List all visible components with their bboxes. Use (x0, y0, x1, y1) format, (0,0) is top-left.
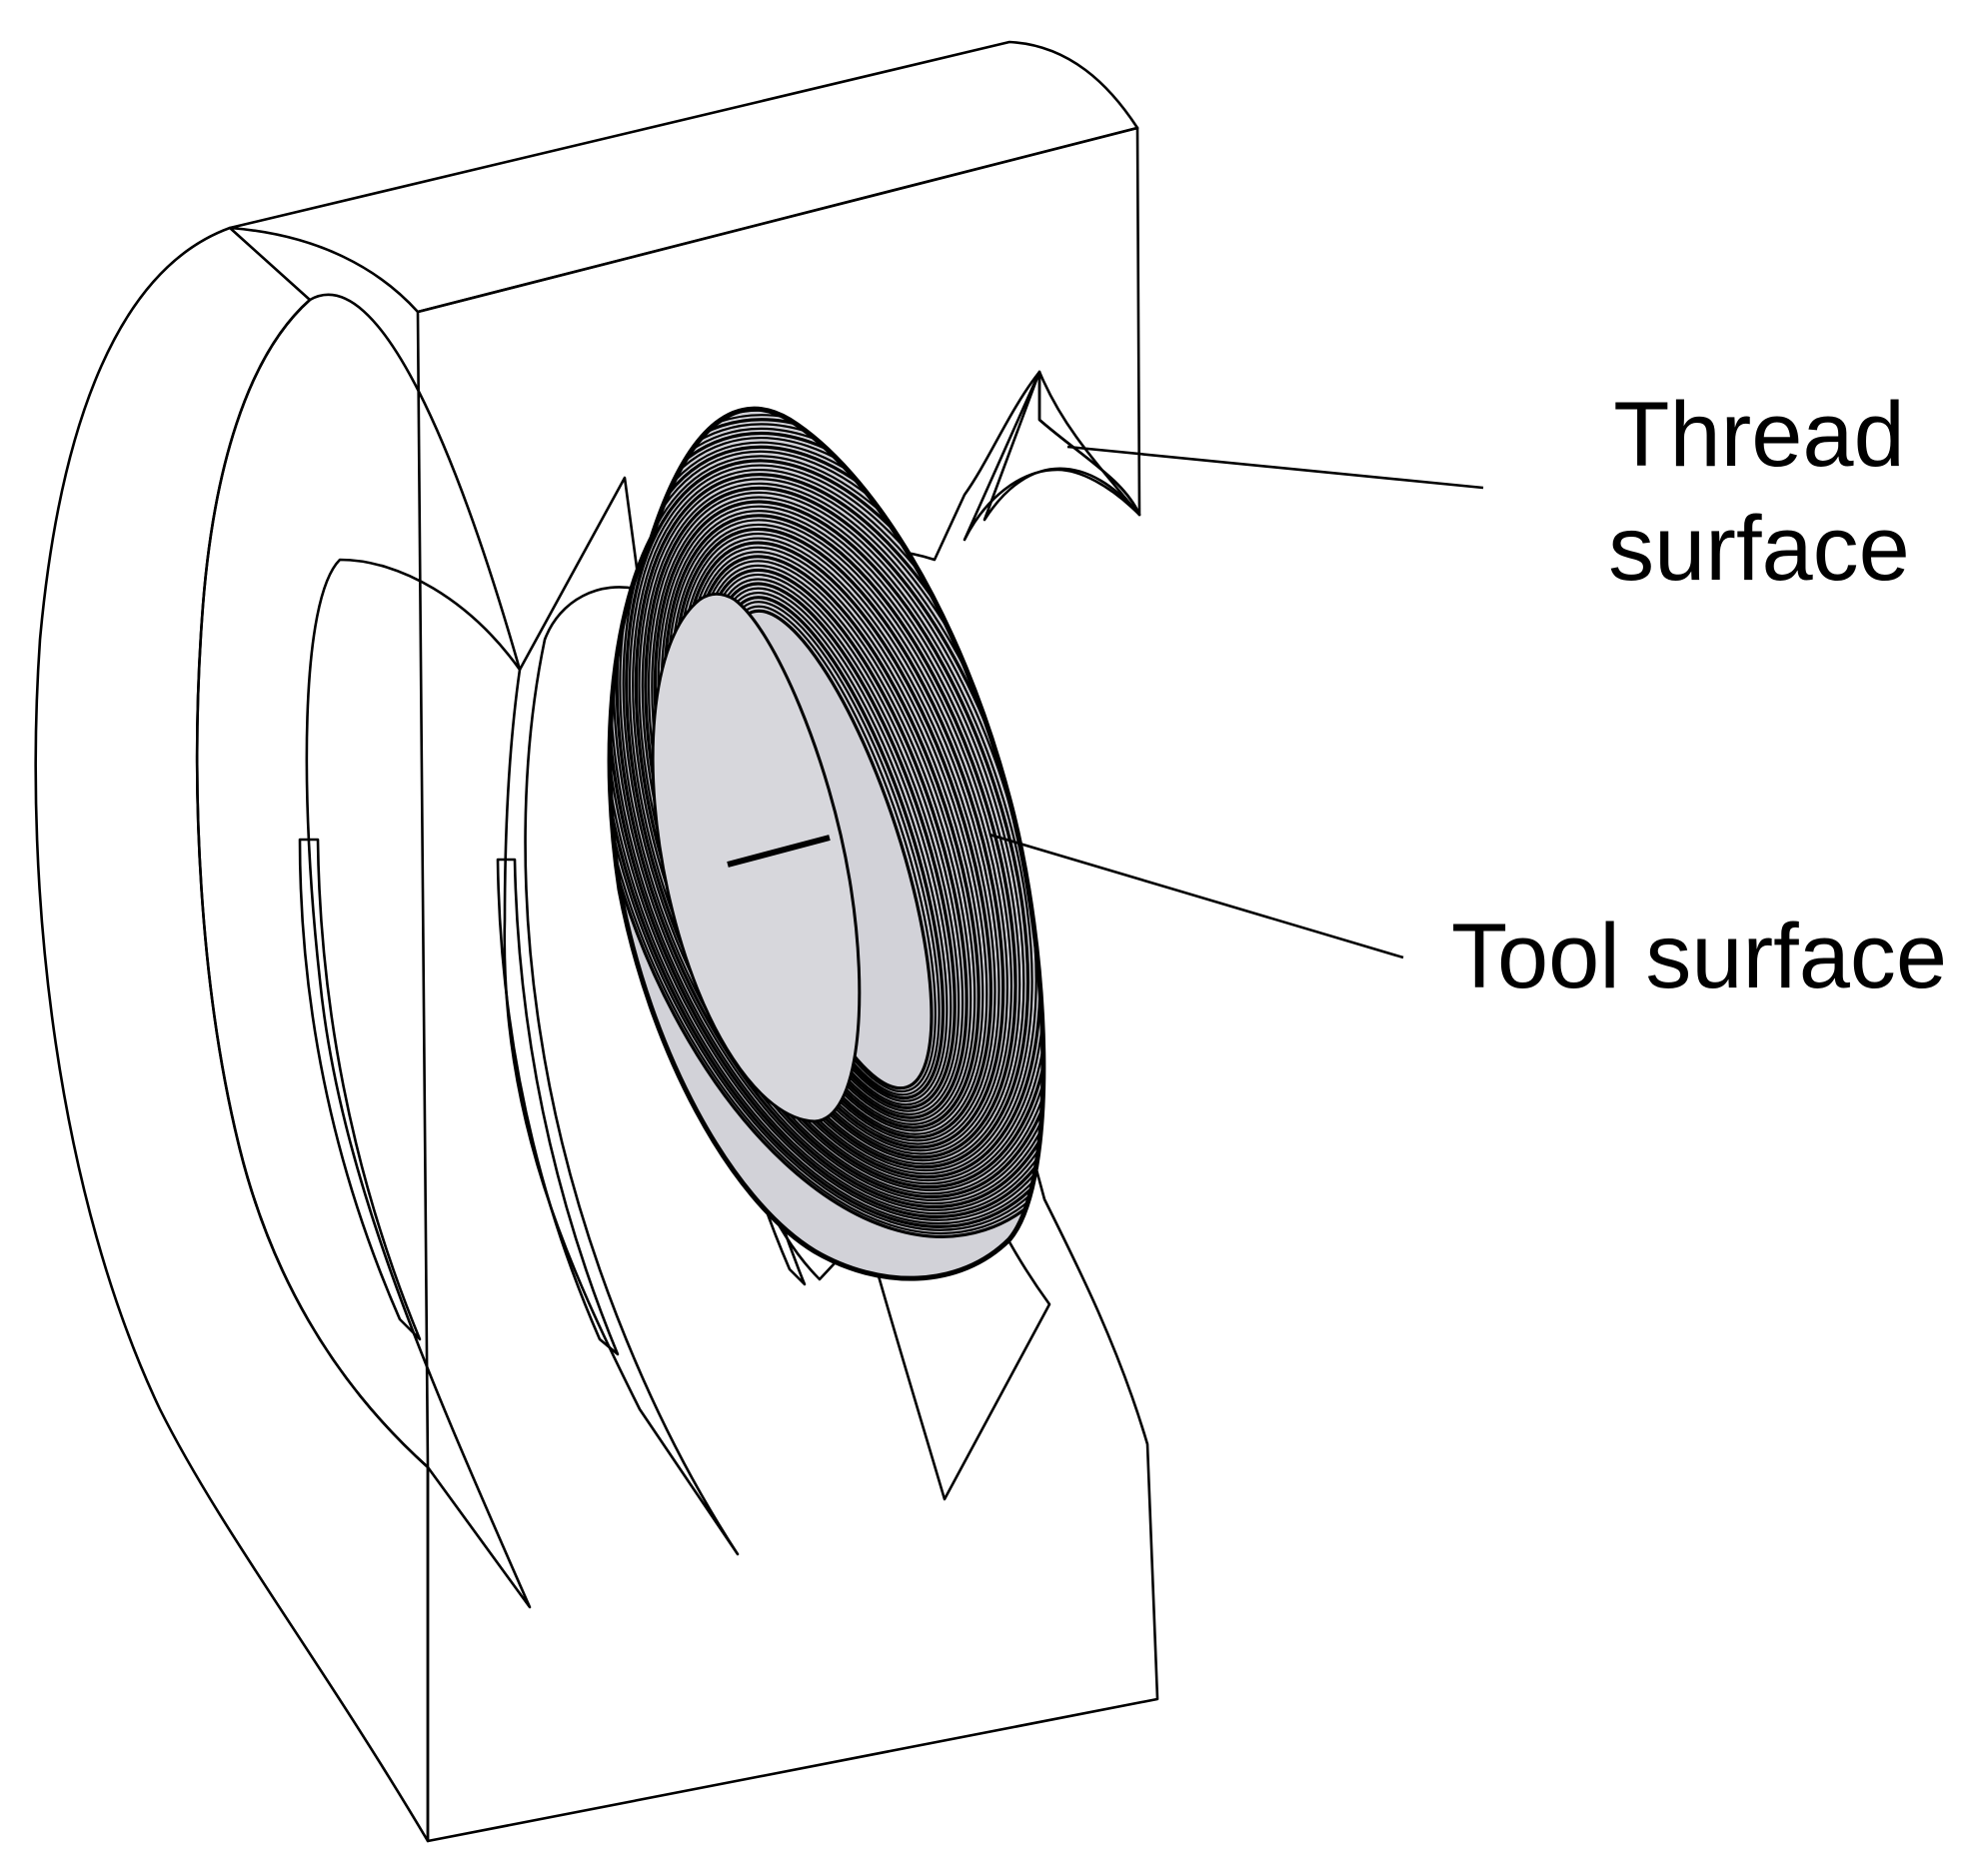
tool-hatch-ring (612, 441, 1043, 1211)
thread-surface-label-line2: surface (1608, 498, 1910, 601)
nut-outer-shell (34, 226, 430, 1843)
thread-surface (963, 370, 1141, 542)
nut-top-face (228, 40, 1139, 314)
tool-hatch-ring (610, 437, 1043, 1215)
tool-surface-outline (607, 406, 1046, 1281)
tool-surface-leader (989, 833, 1404, 959)
thread-surface-leader (1066, 445, 1484, 490)
tool-hatch-ring (610, 427, 1043, 1221)
thread-surface-label: Thread surface (1579, 378, 1939, 606)
tool-hatch-ring (610, 418, 1043, 1228)
tool-surface-label: Tool surface (1451, 906, 1948, 1007)
thread-surface-label-line1: Thread (1613, 384, 1905, 486)
callout-leaders (989, 445, 1484, 959)
tool-hatch-ring (610, 423, 1043, 1225)
tool-hatch-ring (610, 431, 1043, 1219)
